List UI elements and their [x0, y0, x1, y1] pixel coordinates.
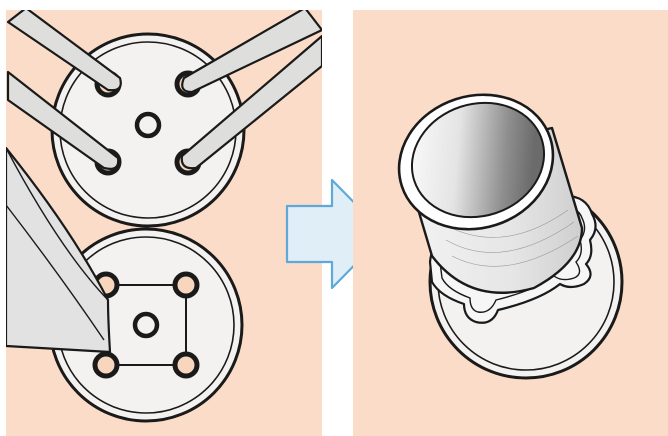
probe-top-right [181, 10, 322, 94]
tube-opening [397, 93, 555, 231]
hole [172, 351, 200, 379]
hole [172, 271, 200, 299]
blade [6, 146, 112, 354]
blade-bevel [6, 204, 105, 341]
probe-bottom-left [6, 70, 120, 170]
hole [92, 351, 120, 379]
probe-top-left [6, 10, 122, 92]
blade-edge [6, 147, 109, 301]
probes [6, 10, 322, 170]
panel-after [353, 10, 668, 436]
probe-bottom-right [180, 34, 322, 170]
panel-before [6, 10, 322, 436]
center-hole [132, 311, 160, 339]
center-hole [134, 111, 162, 139]
blade-body [6, 146, 112, 354]
